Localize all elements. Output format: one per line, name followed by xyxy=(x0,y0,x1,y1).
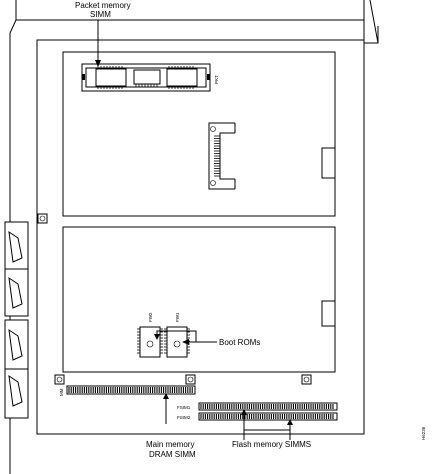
rom-pins xyxy=(137,328,163,354)
left-connector-upper xyxy=(4,221,29,317)
packet-memory-sublabel: SIMM xyxy=(90,10,111,19)
lower-shield-panel xyxy=(62,226,336,373)
simm-chip-pins xyxy=(97,66,194,89)
flash-slot-2-label: FSIM2 xyxy=(177,415,191,420)
rom-fw2-label: FW2 xyxy=(148,312,153,322)
callout-flash-memory: Flash memory SIMMS xyxy=(232,409,311,449)
simm-chip xyxy=(95,68,127,87)
flash-memory-label: Flash memory SIMMS xyxy=(232,440,311,449)
left-connector-lower xyxy=(4,319,29,419)
callout-packet-memory: Packet memory SIMM xyxy=(75,1,131,67)
mounting-screw xyxy=(54,374,65,385)
main-memory-label: Main memory xyxy=(146,440,194,449)
pcmcia-slot-bracket xyxy=(208,122,236,190)
figure-id: H6236 xyxy=(421,426,426,440)
packet-memory-simm xyxy=(81,63,211,92)
slot-pins xyxy=(200,404,334,409)
flash-memory-simm-slot-2 xyxy=(198,412,338,421)
flash-slot-1-label: FSIM1 xyxy=(177,405,191,410)
mounting-screw xyxy=(301,374,312,385)
rom-pins xyxy=(164,328,190,354)
main-memory-simm-slot xyxy=(66,385,196,395)
flash-memory-simm-slot-1 xyxy=(198,402,338,411)
rom-fw1-label: FW1 xyxy=(175,312,180,322)
main-memory-sublabel: DRAM SIMM xyxy=(149,450,196,459)
mounting-screw xyxy=(185,374,196,385)
callout-main-memory: Main memory DRAM SIMM xyxy=(146,393,196,459)
slot-pins xyxy=(200,414,334,419)
simm-chip xyxy=(133,69,161,85)
callout-boot-roms: Boot ROMs xyxy=(154,330,260,347)
main-slot-label: MM xyxy=(59,388,64,396)
slot-pins xyxy=(68,387,193,393)
packet-slot-label: PKT xyxy=(214,75,219,84)
simm-chip xyxy=(166,68,198,87)
packet-memory-label: Packet memory xyxy=(75,1,131,10)
pcmcia-connector-pins xyxy=(214,135,220,177)
boot-roms-label: Boot ROMs xyxy=(219,338,260,347)
mounting-screw xyxy=(37,213,48,224)
